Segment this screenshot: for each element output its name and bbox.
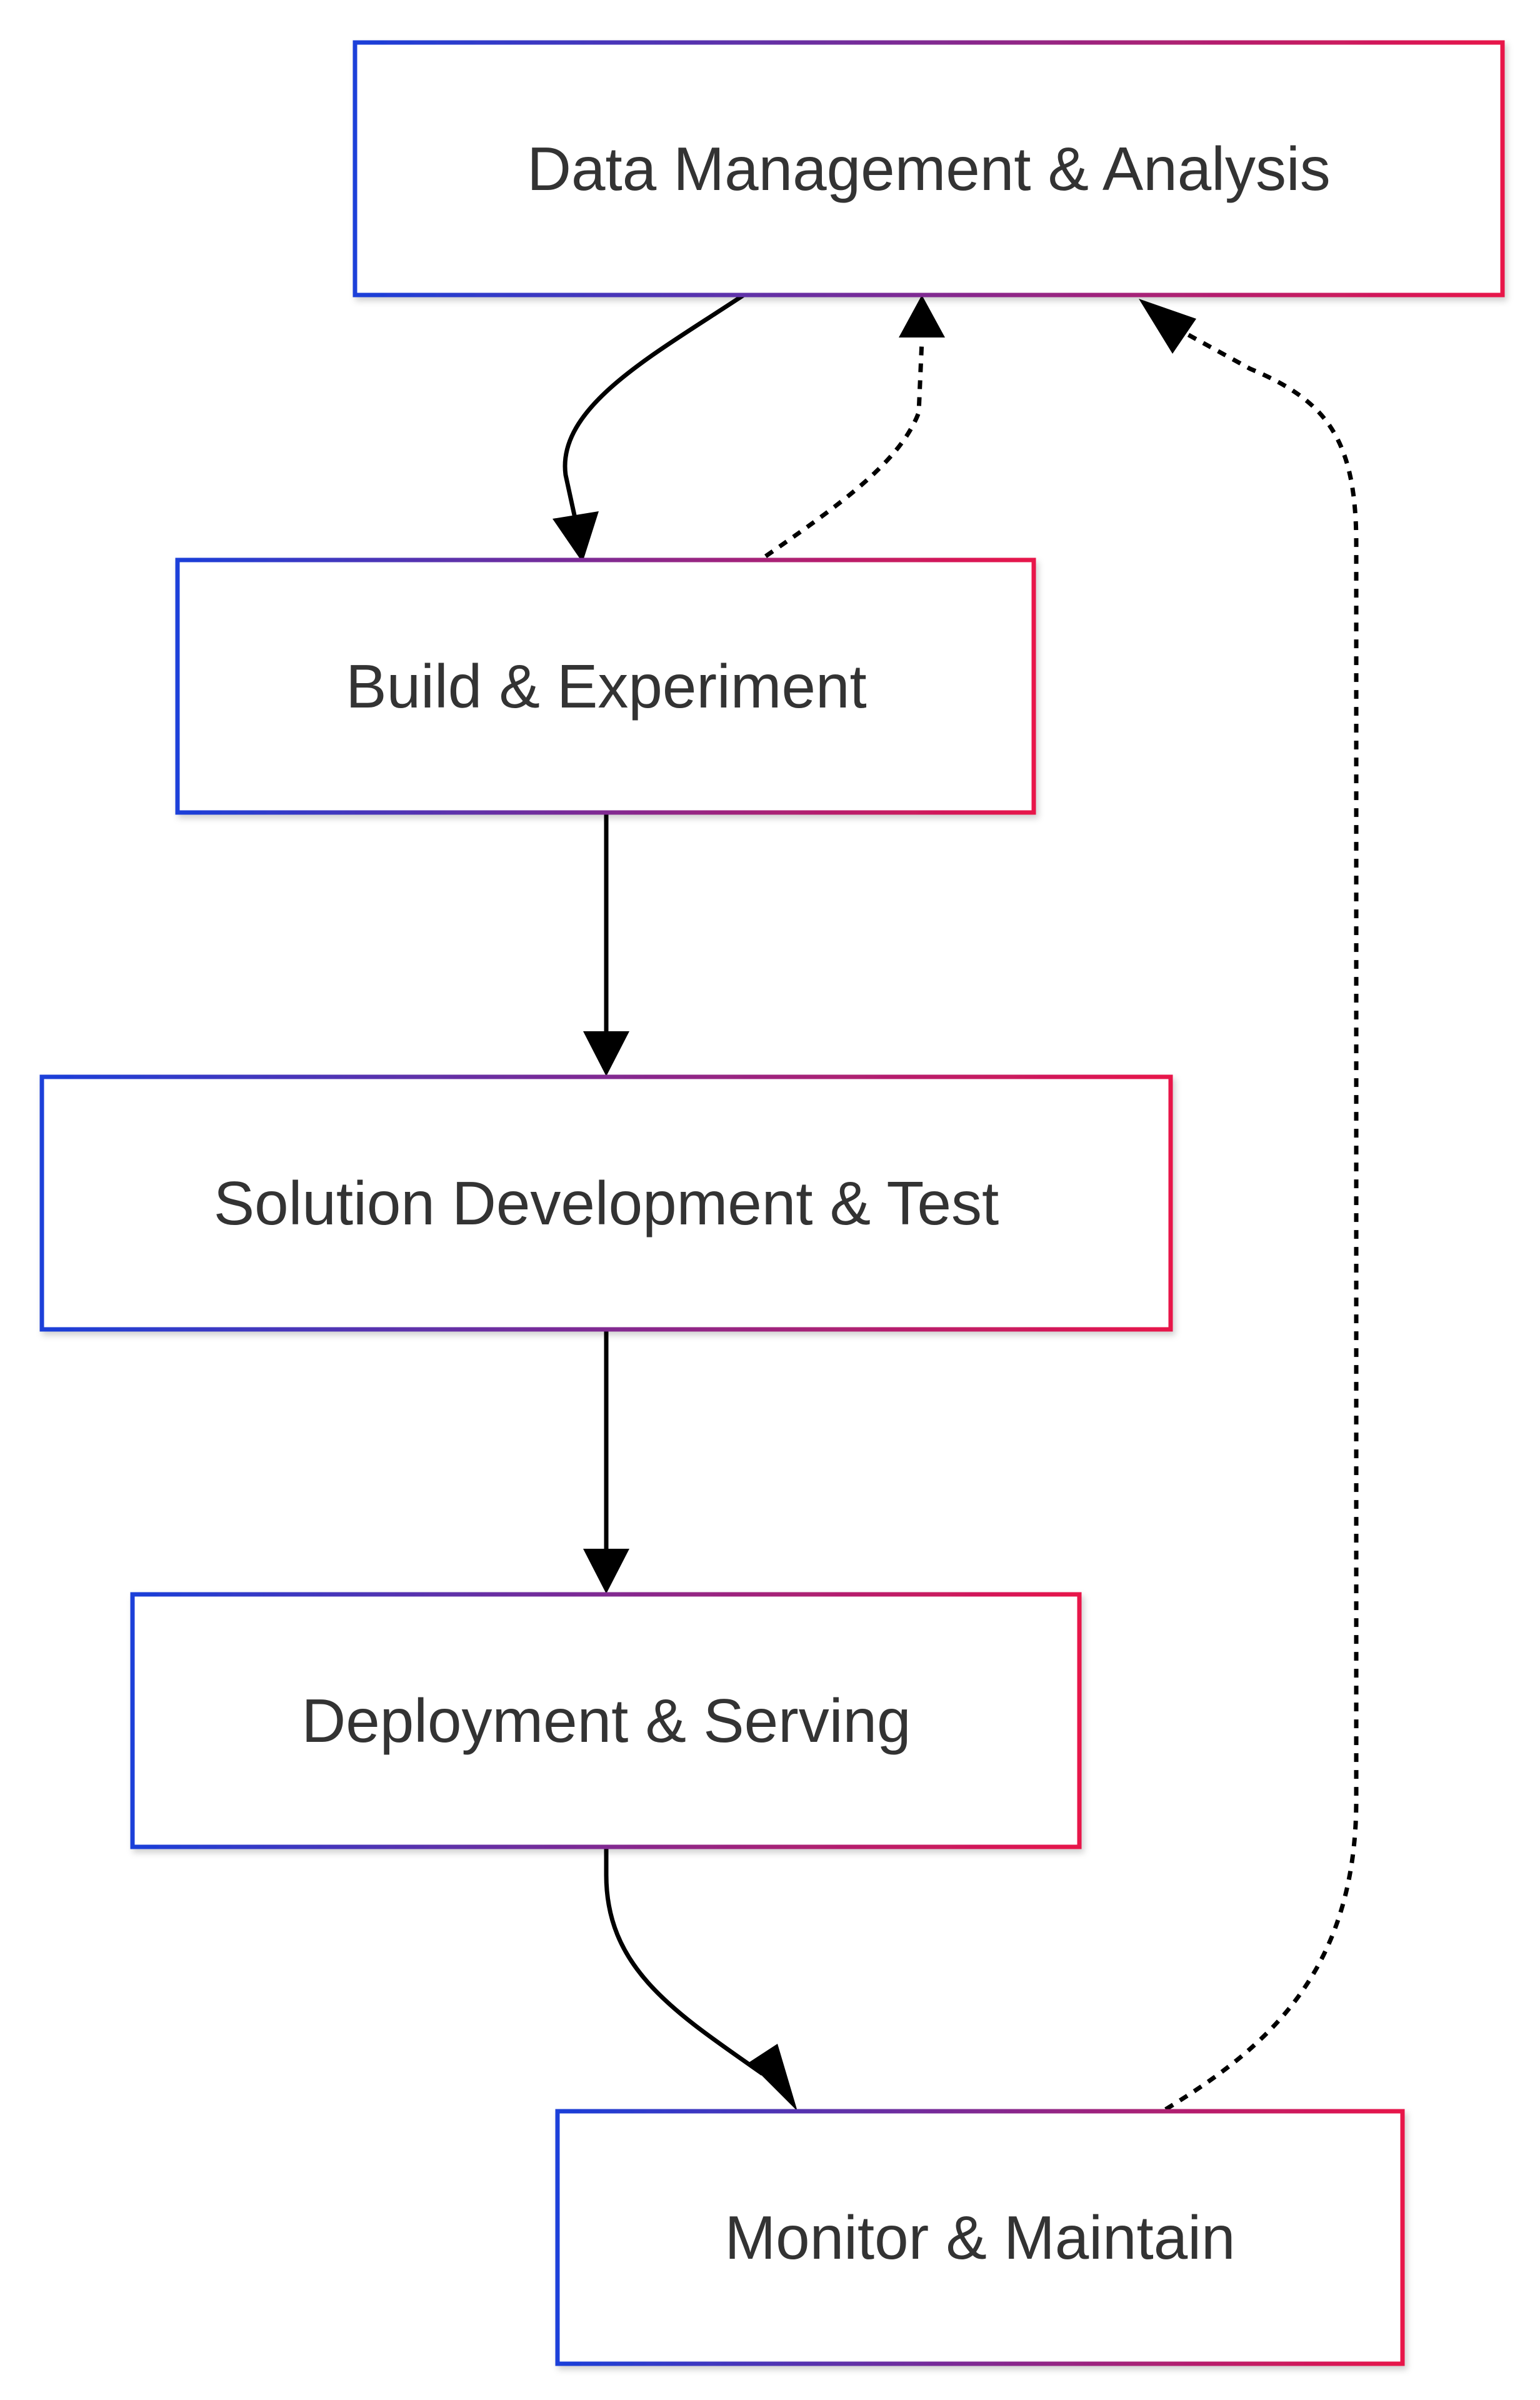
- edge-deploy-to-monitor: [604, 1847, 764, 2076]
- node-monitor-maintain-label: Monitor & Maintain: [724, 2203, 1235, 2272]
- arrowhead-deploy-to-monitor: [749, 2044, 798, 2111]
- node-build-experiment[interactable]: Build & Experiment: [175, 558, 1036, 815]
- arrowhead-monitor-to-data: [1139, 299, 1196, 354]
- arrowhead-solution-to-deploy: [583, 1549, 629, 1594]
- arrowhead-build-to-solution: [583, 1031, 629, 1076]
- node-build-experiment-label: Build & Experiment: [346, 652, 866, 721]
- edges: [552, 293, 1359, 2111]
- arrowhead-data-to-build: [552, 511, 599, 562]
- edge-monitor-to-data: [1164, 332, 1359, 2111]
- node-deployment-serving-label: Deployment & Serving: [301, 1686, 911, 1755]
- node-deployment-serving[interactable]: Deployment & Serving: [130, 1592, 1082, 1849]
- node-solution-development[interactable]: Solution Development & Test: [39, 1074, 1173, 1332]
- nodes: Data Management & Analysis Build & Exper…: [39, 40, 1505, 2366]
- arrowhead-build-to-data: [899, 295, 945, 338]
- edge-data-to-build: [562, 293, 745, 524]
- edge-build-to-data: [764, 340, 924, 558]
- node-data-management-label: Data Management & Analysis: [527, 134, 1331, 203]
- node-data-management[interactable]: Data Management & Analysis: [352, 40, 1505, 298]
- node-solution-development-label: Solution Development & Test: [214, 1169, 999, 1238]
- node-monitor-maintain[interactable]: Monitor & Maintain: [555, 2109, 1405, 2366]
